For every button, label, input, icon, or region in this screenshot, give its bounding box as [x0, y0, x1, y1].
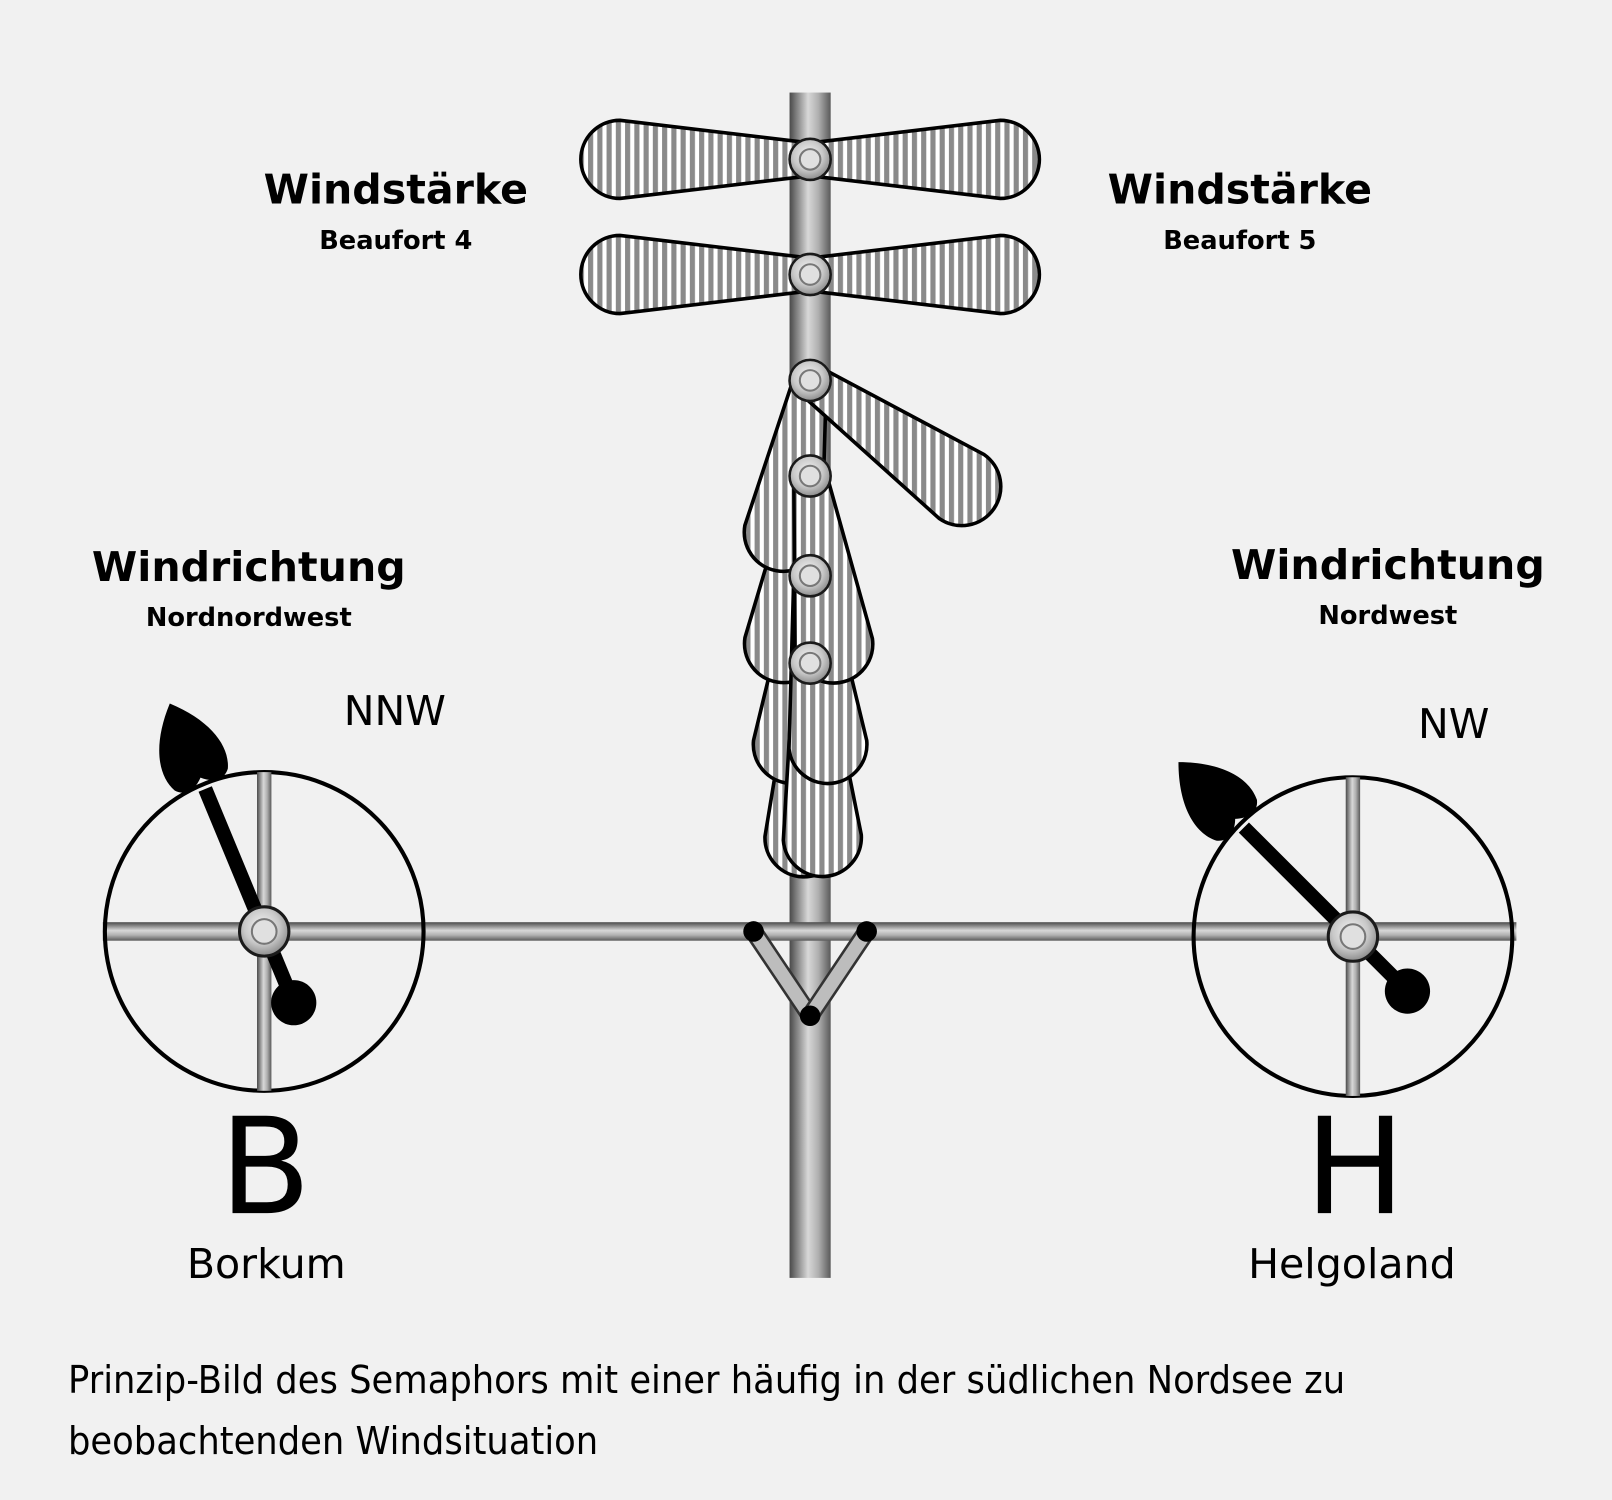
arm-hubs	[788, 137, 832, 685]
arm-right-2	[808, 233, 1042, 316]
arm-hub-4	[788, 454, 832, 498]
arrowhead-icon	[159, 703, 228, 793]
wind-strength-left-value: Beaufort 4	[319, 226, 472, 256]
station-letter-left: B	[219, 1089, 311, 1245]
v-brace	[743, 921, 877, 1027]
arm-hub-3	[788, 358, 832, 403]
arm-left-2	[579, 233, 812, 316]
wind-strength-right-value: Beaufort 5	[1163, 226, 1316, 256]
arm-hub-2	[788, 252, 832, 297]
direction-abbr-right: NW	[1418, 700, 1489, 748]
pointer-counterweight	[271, 980, 317, 1026]
arm-diagonal	[798, 365, 1003, 528]
wind-direction-left-value: Nordnordwest	[146, 603, 352, 633]
station-name-right: Helgoland	[1248, 1240, 1456, 1288]
cross-bar	[102, 922, 1517, 941]
wind-pointer	[1178, 762, 1431, 1014]
arm-right-1	[808, 118, 1042, 201]
dial-left	[102, 703, 426, 1093]
arm-left-1	[579, 118, 812, 201]
wind-pointer	[159, 703, 317, 1026]
caption-line-2: beobachtenden Windsituation	[68, 1419, 599, 1463]
caption: Prinzip-Bild des Semaphors mit einer häu…	[68, 1350, 1482, 1472]
arrowhead-icon	[1178, 762, 1257, 841]
arm-hub-1	[788, 137, 832, 182]
station-letter-right: H	[1305, 1089, 1405, 1245]
wind-direction-right-value: Nordwest	[1318, 601, 1457, 631]
direction-abbr-left: NNW	[344, 687, 446, 735]
wind-strength-left-title: Windstärke	[264, 166, 528, 214]
arm-hub-6	[788, 641, 832, 685]
pointer-counterweight	[1384, 968, 1431, 1014]
wind-strength-right-title: Windstärke	[1108, 166, 1372, 214]
station-name-left: Borkum	[187, 1240, 346, 1288]
dial-right	[1178, 762, 1515, 1098]
hanging-arms	[742, 375, 875, 879]
caption-line-1: Prinzip-Bild des Semaphors mit einer häu…	[68, 1358, 1346, 1402]
wind-direction-right-title: Windrichtung	[1231, 541, 1545, 589]
upper-arms	[579, 118, 1042, 528]
wind-direction-left-title: Windrichtung	[92, 543, 406, 591]
arm-hub-5	[788, 553, 832, 598]
